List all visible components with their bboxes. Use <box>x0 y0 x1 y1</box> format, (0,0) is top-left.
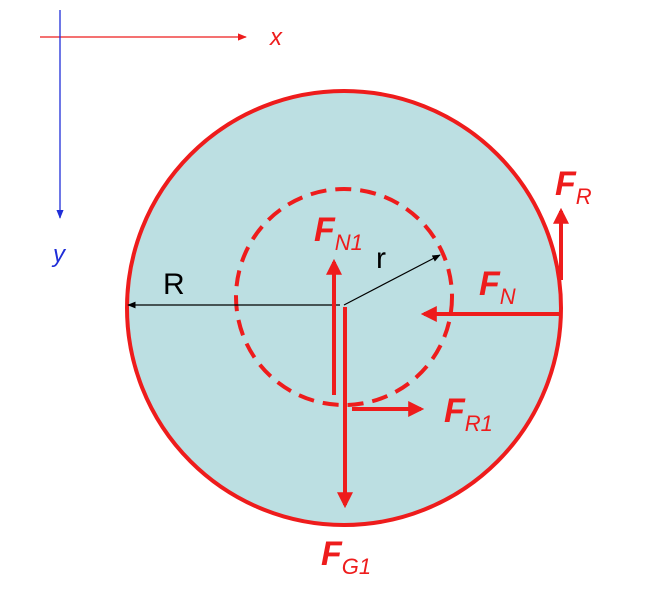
outer-radius-label: R <box>163 268 185 301</box>
force-label-FN: FN <box>479 265 516 309</box>
y-axis-label: y <box>51 241 67 268</box>
force-label-FN1: FN1 <box>314 211 363 255</box>
coordinate-axes: x y <box>40 10 283 268</box>
inner-radius-label: r <box>376 242 386 275</box>
inner-radius-line <box>343 254 441 306</box>
inner-circle-dashed <box>234 187 454 407</box>
x-axis-label: x <box>269 24 283 51</box>
force-label-FR1: FR1 <box>444 392 493 436</box>
force-label-FG1: FG1 <box>321 535 371 579</box>
force-label-FR: FR <box>555 165 592 209</box>
